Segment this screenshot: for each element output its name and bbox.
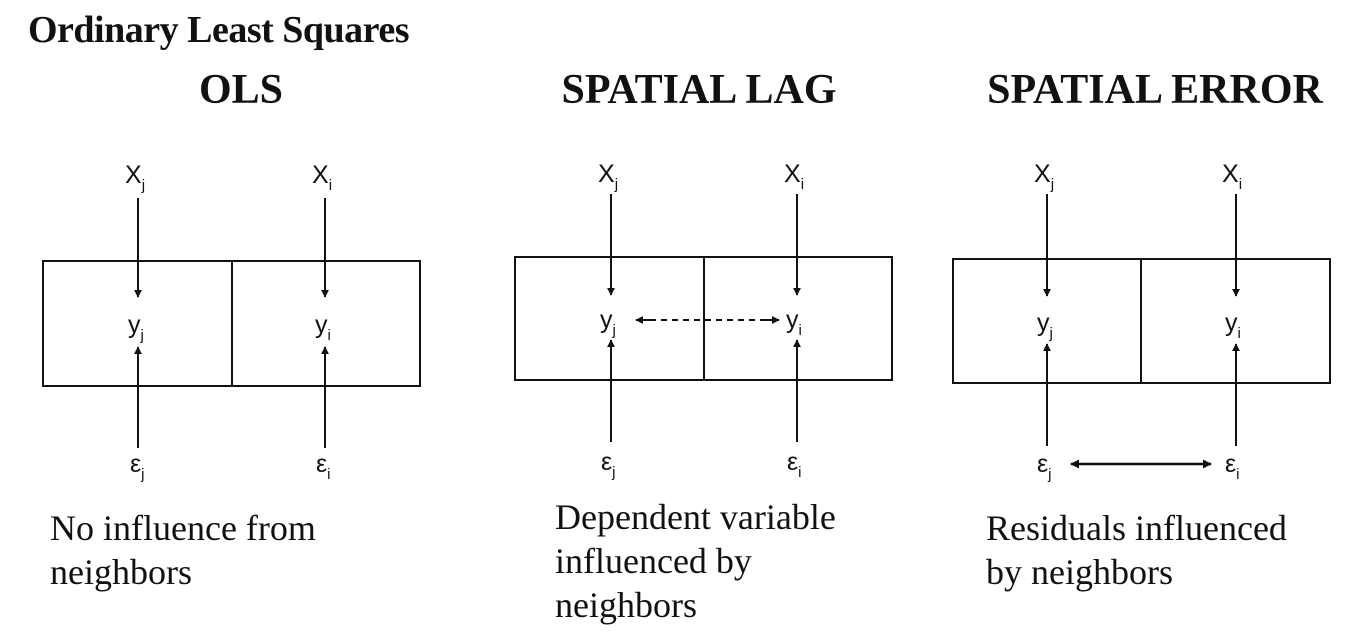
ols-y-j-label: yj [128, 311, 144, 344]
spatial-error-caption: Residuals influenced by neighbors [986, 506, 1287, 594]
spatial-lag-x-j-label: Xj [598, 160, 618, 193]
ols-title: OLS [198, 67, 284, 113]
spatial-lag-y-i-label: yi [786, 306, 802, 339]
spatial-lag-title: SPATIAL LAG [561, 67, 837, 113]
spatial-error-epsilon-j-label: εj [1037, 450, 1052, 483]
ols-x-j-label: Xj [125, 161, 145, 194]
spatial-error-caption-line-2: by neighbors [986, 552, 1173, 592]
spatial-error-title: SPATIAL ERROR [987, 67, 1323, 113]
spatial-lag-x-i-label: Xi [784, 160, 804, 193]
page-title: Ordinary Least Squares [28, 9, 410, 51]
spatial-lag-caption-line-3: neighbors [555, 585, 697, 625]
ols-y-i-label: yi [315, 311, 331, 344]
spatial-lag-panel: Xj Xi yj yi εj εi [514, 160, 893, 481]
spatial-error-y-i-label: yi [1225, 309, 1241, 342]
spatial-error-y-j-label: yj [1037, 309, 1053, 342]
ols-caption: No influence from neighbors [50, 506, 316, 594]
ols-epsilon-j-label: εj [130, 450, 145, 483]
ols-caption-line-1: No influence from [50, 508, 316, 548]
spatial-error-caption-line-1: Residuals influenced [986, 508, 1287, 548]
spatial-lag-epsilon-j-label: εj [601, 448, 616, 481]
spatial-lag-epsilon-i-label: εi [787, 448, 802, 481]
spatial-error-epsilon-i-label: εi [1225, 450, 1240, 483]
ols-epsilon-i-label: εi [316, 450, 331, 483]
spatial-error-panel: Xj Xi yj yi εj εi [952, 160, 1331, 483]
spatial-error-x-i-label: Xi [1222, 160, 1242, 193]
spatial-error-x-j-label: Xj [1034, 160, 1054, 193]
spatial-lag-caption: Dependent variable influenced by neighbo… [555, 495, 836, 627]
spatial-lag-y-j-label: yj [600, 306, 616, 339]
ols-panel: Xj Xi yj yi εj εi [42, 161, 421, 483]
spatial-lag-caption-line-1: Dependent variable [555, 497, 836, 537]
spatial-lag-caption-line-2: influenced by [555, 541, 752, 581]
ols-caption-line-2: neighbors [50, 552, 192, 592]
ols-x-i-label: Xi [312, 161, 332, 194]
